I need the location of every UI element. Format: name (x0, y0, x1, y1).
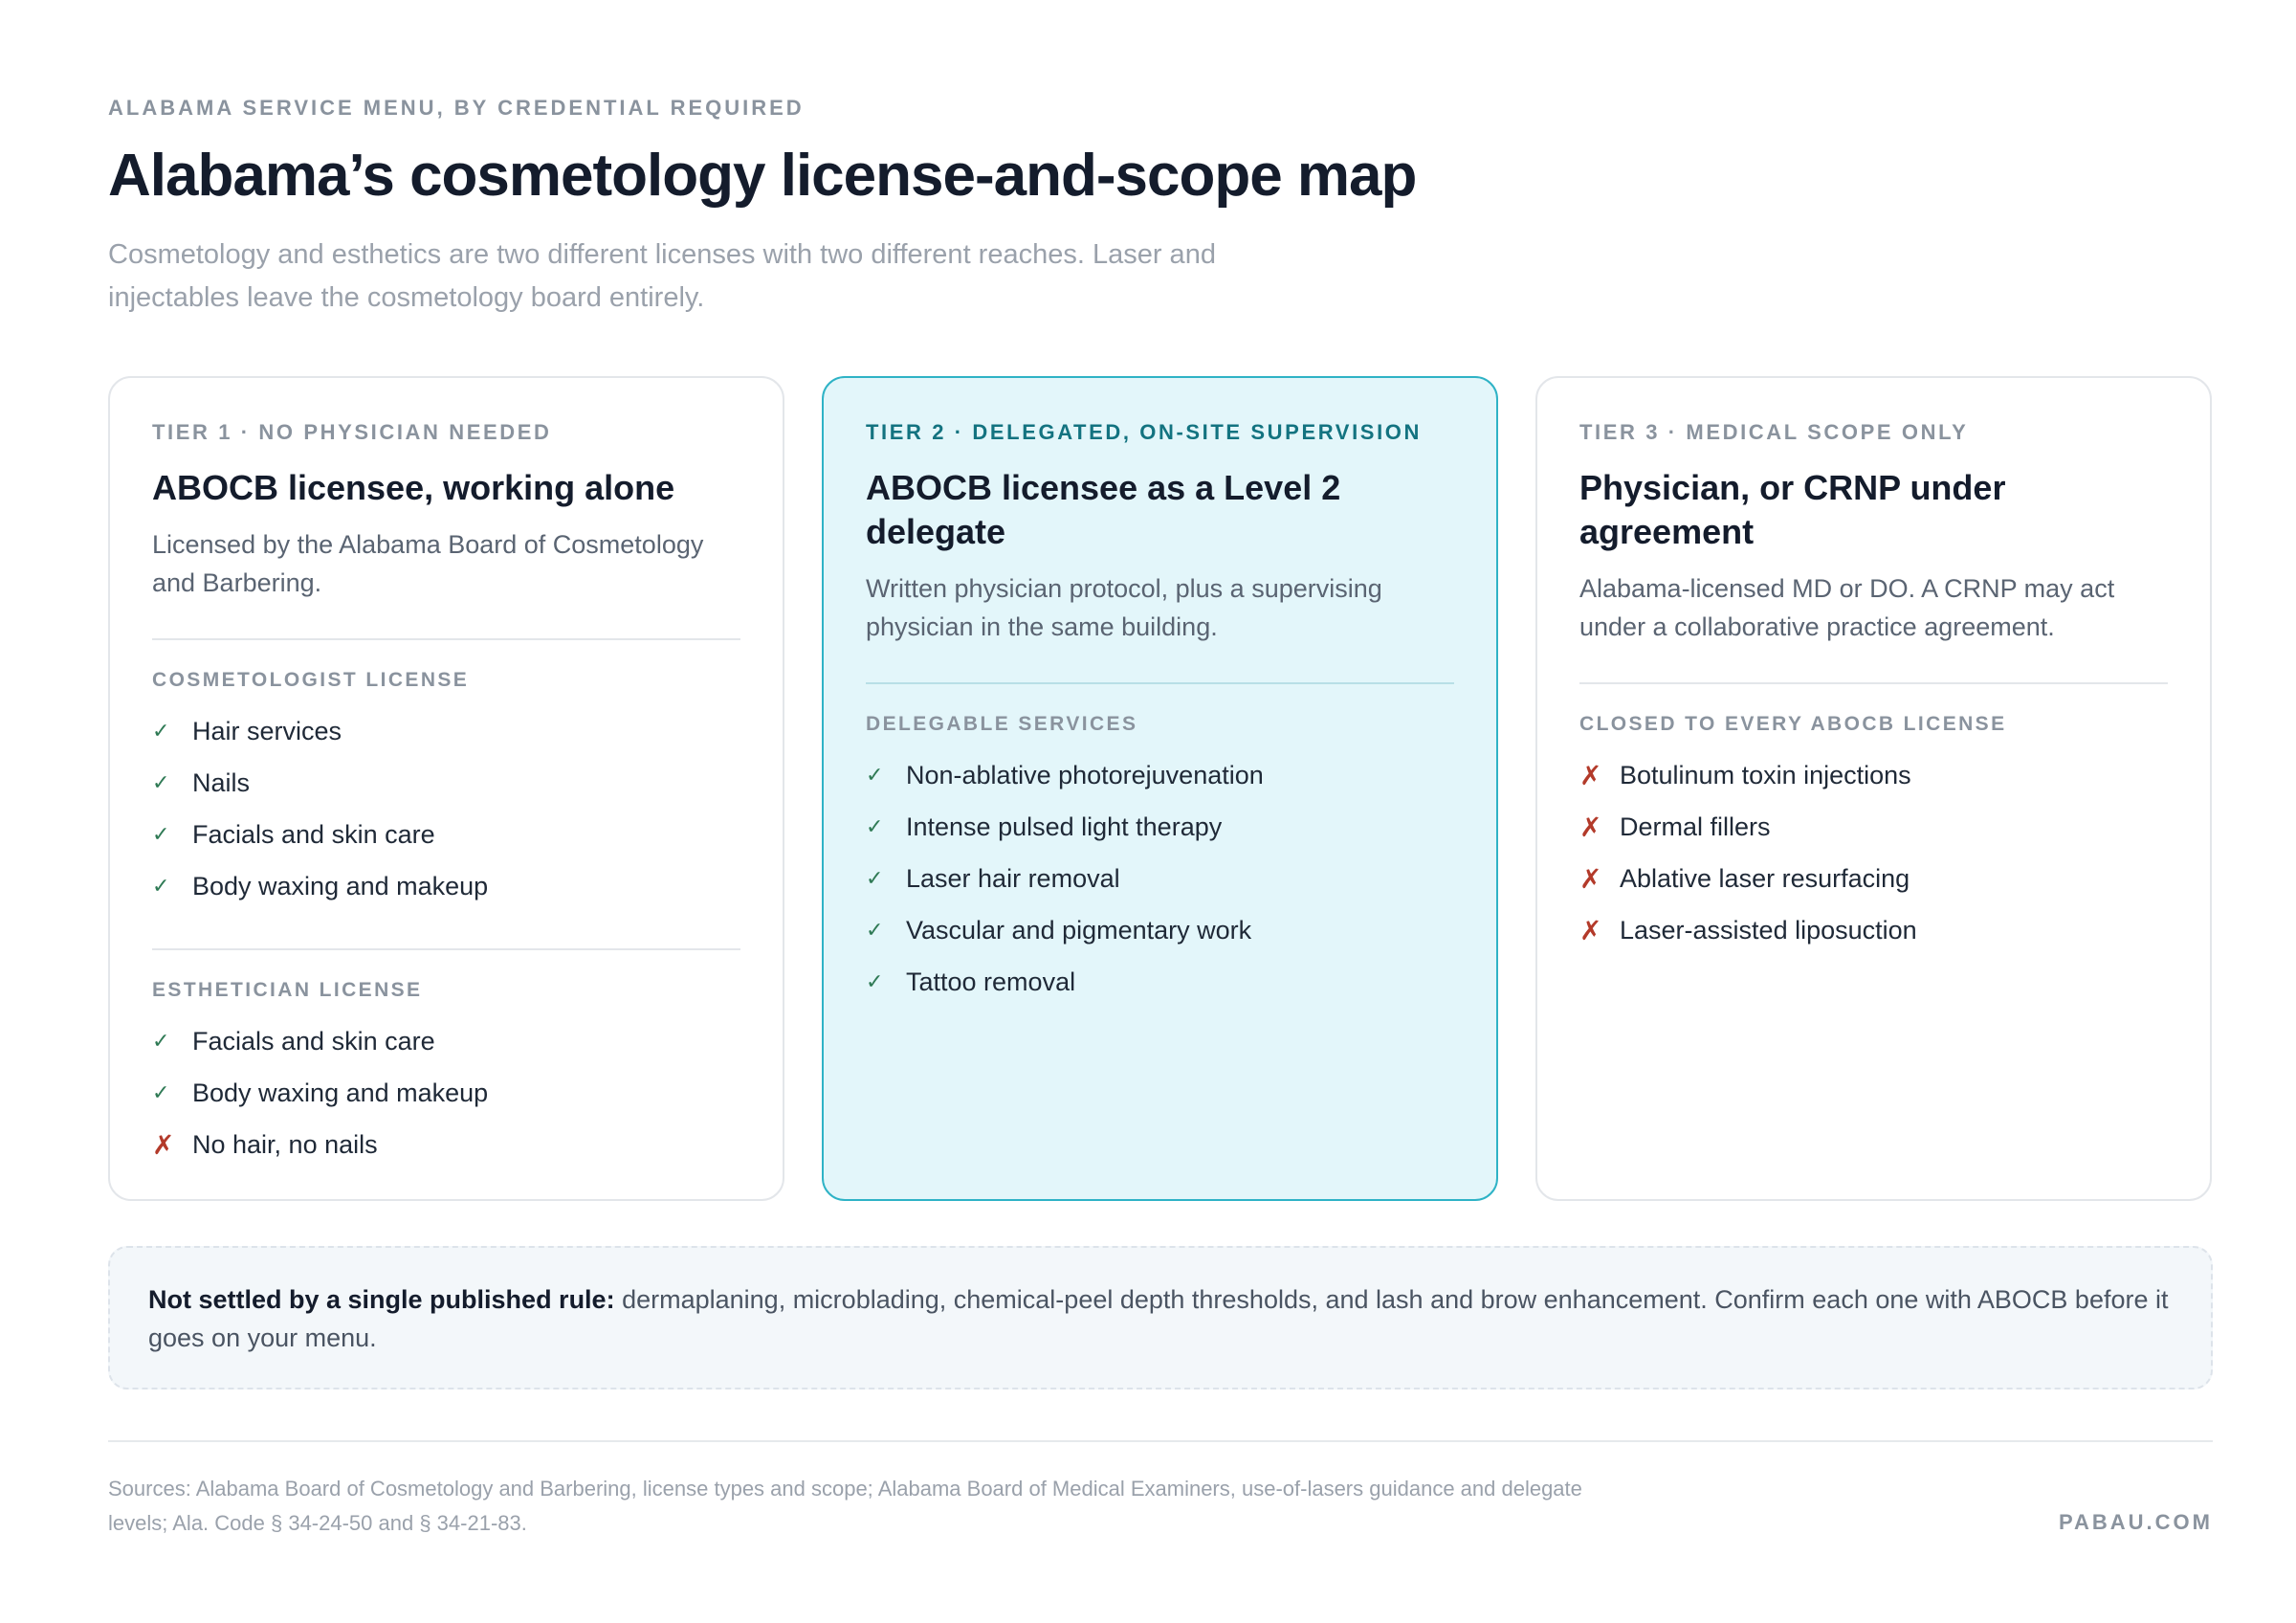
check-icon: ✓ (152, 874, 170, 898)
service-list: ✓ Non-ablative photorejuvenation ✓ Intense … (866, 749, 1454, 1008)
service-list: ✓ Facials and skin care ✓ Body waxing and m… (152, 1015, 740, 1170)
list-item-label: No hair, no nails (192, 1129, 378, 1159)
list-item: ✗ Dermal fillers (1579, 801, 2168, 853)
footer-divider (108, 1440, 2213, 1442)
list-item: ✓ Tattoo removal (866, 956, 1454, 1008)
tier-title: ABOCB licensee as a Level 2 delegate (866, 468, 1341, 551)
list-item: ✓ Non-ablative photorejuvenation (866, 749, 1454, 801)
list-item-label: Laser hair removal (906, 863, 1120, 893)
page: ALABAMA SERVICE MENU, BY CREDENTIAL REQU… (108, 0, 2213, 1623)
tier-card-3: TIER 3 · MEDICAL SCOPE ONLY Physician, or… (1535, 376, 2212, 1201)
list-item-label: Body waxing and makeup (192, 1078, 489, 1107)
cross-icon: ✗ (1579, 760, 1602, 790)
service-list: ✗ Botulinum toxin injections ✗ Dermal fille… (1579, 749, 2168, 956)
list-item: ✓ Facials and skin care (152, 1015, 740, 1067)
list-item: ✓ Laser hair removal (866, 853, 1454, 904)
service-list: ✓ Hair services ✓ Nails ✓ Facials and skin ca… (152, 705, 740, 912)
check-icon: ✓ (152, 770, 170, 794)
note-text: dermaplaning, microblading, chemical-pee… (148, 1285, 2169, 1352)
list-item-label: Facials and skin care (192, 1026, 435, 1056)
tier-label: TIER 1 · NO PHYSICIAN NEEDED (152, 420, 552, 444)
list-item: ✗ Ablative laser resurfacing (1579, 853, 2168, 904)
check-icon: ✓ (866, 969, 884, 993)
list-item: ✗ Botulinum toxin injections (1579, 749, 2168, 801)
tier-label: TIER 3 · MEDICAL SCOPE ONLY (1579, 420, 1969, 444)
list-item: ✗ No hair, no nails (152, 1119, 740, 1170)
eyebrow: ALABAMA SERVICE MENU, BY CREDENTIAL REQU… (108, 96, 805, 120)
list-item: ✓ Nails (152, 757, 740, 809)
section-divider (152, 948, 740, 950)
list-item-label: Intense pulsed light therapy (906, 812, 1223, 841)
list-item-label: Tattoo removal (906, 967, 1076, 996)
tier-title: Physician, or CRNP under agreement (1579, 468, 2006, 551)
sources-text: Sources: Alabama Board of Cosmetology an… (108, 1477, 1582, 1535)
check-icon: ✓ (152, 1080, 170, 1104)
list-item-label: Hair services (192, 716, 342, 745)
list-item: ✓ Vascular and pigmentary work (866, 904, 1454, 956)
section-label: ESTHETICIAN LICENSE (152, 979, 423, 1001)
tier-description: Written physician protocol, plus a super… (866, 574, 1382, 641)
tier-card-1: TIER 1 · NO PHYSICIAN NEEDED ABOCB licens… (108, 376, 784, 1201)
list-item: ✓ Hair services (152, 705, 740, 757)
check-icon: ✓ (866, 918, 884, 942)
list-item-label: Dermal fillers (1620, 812, 1771, 841)
list-item-label: Nails (192, 767, 251, 797)
list-item: ✓ Body waxing and makeup (152, 860, 740, 912)
unsettled-note: Not settled by a single published rule: … (108, 1246, 2213, 1390)
cross-icon: ✗ (1579, 812, 1602, 842)
check-icon: ✓ (866, 814, 884, 838)
tier-card-2: TIER 2 · DELEGATED, ON-SITE SUPERVISION A… (822, 376, 1498, 1201)
section-divider (866, 682, 1454, 684)
page-title: Alabama’s cosmetology license-and-scope … (108, 143, 1417, 209)
cross-icon: ✗ (1579, 915, 1602, 945)
tier-cards: TIER 1 · NO PHYSICIAN NEEDED ABOCB licens… (108, 376, 2213, 1201)
tier-label: TIER 2 · DELEGATED, ON-SITE SUPERVISION (866, 420, 1422, 444)
tier-description: Alabama-licensed MD or DO. A CRNP may ac… (1579, 574, 2115, 641)
check-icon: ✓ (866, 763, 884, 787)
list-item-label: Ablative laser resurfacing (1620, 863, 1910, 893)
list-item-label: Botulinum toxin injections (1620, 760, 1911, 789)
list-item-label: Laser-assisted liposuction (1620, 915, 1917, 945)
section-label: COSMETOLOGIST LICENSE (152, 669, 470, 691)
list-item-label: Non-ablative photorejuvenation (906, 760, 1264, 789)
tier-description: Licensed by the Alabama Board of Cosmeto… (152, 530, 704, 597)
check-icon: ✓ (152, 719, 170, 743)
list-item: ✓ Facials and skin care (152, 809, 740, 860)
list-item-label: Facials and skin care (192, 819, 435, 849)
check-icon: ✓ (152, 822, 170, 846)
tier-title: ABOCB licensee, working alone (152, 468, 675, 507)
section-label: DELEGABLE SERVICES (866, 713, 1138, 735)
section-divider (152, 638, 740, 640)
section-divider (1579, 682, 2168, 684)
list-item: ✗ Laser-assisted liposuction (1579, 904, 2168, 956)
cross-icon: ✗ (152, 1129, 175, 1160)
note-bold: Not settled by a single published rule: (148, 1285, 615, 1314)
list-item-label: Vascular and pigmentary work (906, 915, 1252, 945)
page-subtitle: Cosmetology and esthetics are two differ… (108, 239, 1216, 313)
section-label: CLOSED TO EVERY ABOCB LICENSE (1579, 713, 2007, 735)
check-icon: ✓ (152, 1029, 170, 1053)
list-item-label: Body waxing and makeup (192, 871, 489, 900)
brand-link[interactable]: PABAU.COM (2058, 1510, 2213, 1534)
list-item: ✓ Intense pulsed light therapy (866, 801, 1454, 853)
list-item: ✓ Body waxing and makeup (152, 1067, 740, 1119)
cross-icon: ✗ (1579, 863, 1602, 894)
check-icon: ✓ (866, 866, 884, 890)
